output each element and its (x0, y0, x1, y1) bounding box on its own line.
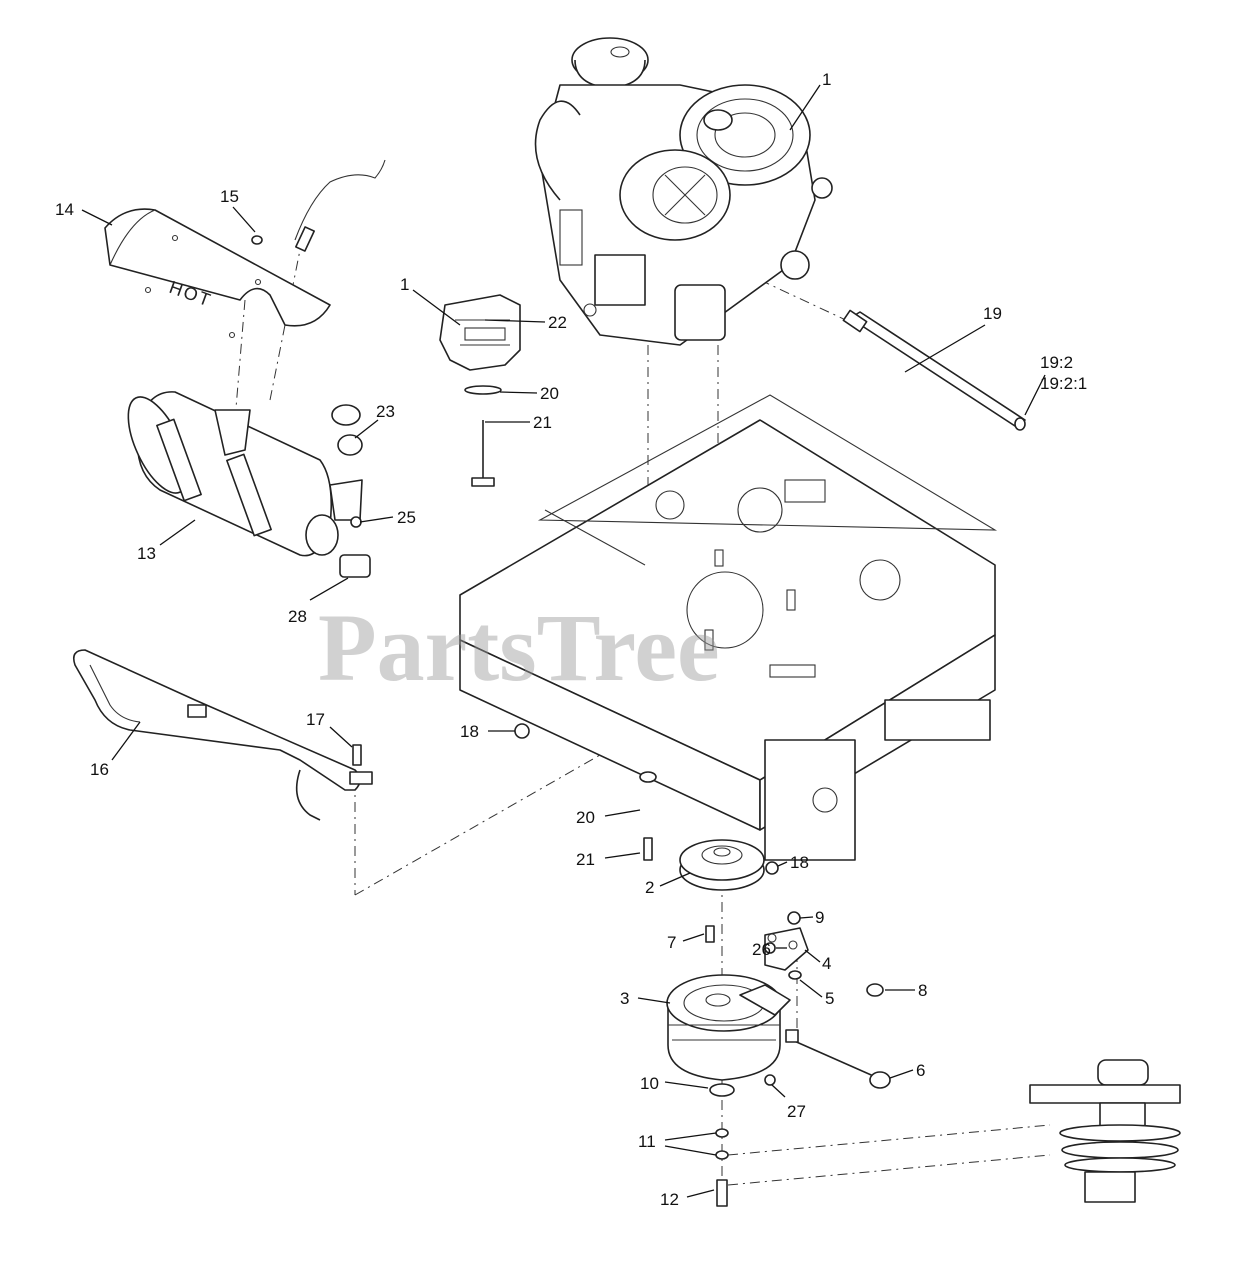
callout-3: 3 (620, 989, 629, 1008)
clutch (666, 974, 791, 1081)
callout-25: 25 (397, 508, 416, 527)
engine-detail-inset (439, 294, 521, 487)
callout-28: 28 (288, 607, 307, 626)
callout-17: 17 (306, 710, 325, 729)
leader-lines (81, 84, 1046, 1198)
callout-21: 21 (576, 850, 595, 869)
callout-1: 1 (822, 70, 831, 89)
callout-21: 21 (533, 413, 552, 432)
callout-23: 23 (376, 402, 395, 421)
watermark: PartsTree (318, 594, 720, 701)
callouts: 1 1 2 3 4 5 6 7 8 9 10 11 12 13 14 15 16… (55, 70, 1087, 1209)
spindle-inset (1029, 1059, 1181, 1203)
callout-27: 27 (787, 1102, 806, 1121)
heat-shield: HOT (104, 159, 386, 339)
callout-15: 15 (220, 187, 239, 206)
callout-20: 20 (540, 384, 559, 403)
callout-20: 20 (576, 808, 595, 827)
callout-19-2-1: 19:2:1 (1040, 374, 1087, 393)
rod (842, 309, 1026, 431)
callout-22: 22 (548, 313, 567, 332)
pulley (679, 839, 765, 891)
hardware (251, 235, 884, 1207)
chassis-frame (459, 394, 998, 861)
callout-18: 18 (460, 722, 479, 741)
bracket (764, 927, 809, 971)
callout-9: 9 (815, 908, 824, 927)
callout-26: 26 (752, 940, 771, 959)
callout-5: 5 (825, 989, 834, 1008)
callout-12: 12 (660, 1190, 679, 1209)
callout-8: 8 (918, 981, 927, 1000)
muffler (127, 391, 371, 578)
callout-16: 16 (90, 760, 109, 779)
engine (534, 37, 833, 346)
callout-7: 7 (667, 933, 676, 952)
callout-4: 4 (822, 954, 831, 973)
callout-6: 6 (916, 1061, 925, 1080)
callout-19: 19 (983, 304, 1002, 323)
link-rod (785, 1029, 891, 1089)
callout-11: 11 (638, 1132, 656, 1151)
callout-2: 2 (645, 878, 654, 897)
callout-14: 14 (55, 200, 74, 219)
callout-19-2: 19:2 (1040, 353, 1073, 372)
callout-1: 1 (400, 275, 409, 294)
callout-10: 10 (640, 1074, 659, 1093)
callout-18: 18 (790, 853, 809, 872)
callout-13: 13 (137, 544, 156, 563)
handle-bar (72, 649, 373, 821)
